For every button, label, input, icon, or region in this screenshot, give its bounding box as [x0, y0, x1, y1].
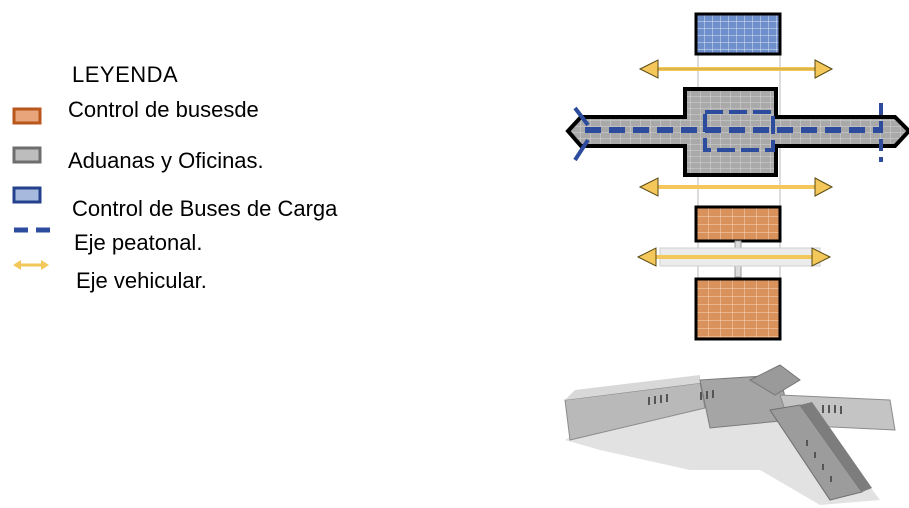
model-windows — [648, 390, 842, 482]
orange-box-icon — [12, 107, 42, 125]
cargo-control-building — [694, 12, 782, 56]
vehicular-axis-arrow — [638, 177, 834, 197]
vehicular-axis-arrow — [638, 59, 834, 79]
legend-label-aduanas: Aduanas y Oficinas. — [68, 148, 264, 173]
legend-label-control-buses: Control de busesde — [68, 97, 259, 122]
gray-box-icon — [12, 146, 42, 164]
bus-control-building-large — [694, 277, 782, 341]
vehicular-axis-arrow — [636, 247, 832, 267]
legend-label-control-carga: Control de Buses de Carga — [72, 196, 338, 221]
blue-box-icon — [12, 186, 42, 204]
blue-dashed-line-icon — [14, 227, 56, 233]
yellow-double-arrow-icon — [13, 260, 49, 270]
legend-title: LEYENDA — [72, 62, 179, 87]
legend-label-eje-vehicular: Eje vehicular. — [76, 268, 207, 293]
pedestrian-axis — [573, 103, 883, 162]
legend-label-eje-peatonal: Eje peatonal. — [74, 230, 203, 255]
model-wing-back — [748, 364, 801, 396]
